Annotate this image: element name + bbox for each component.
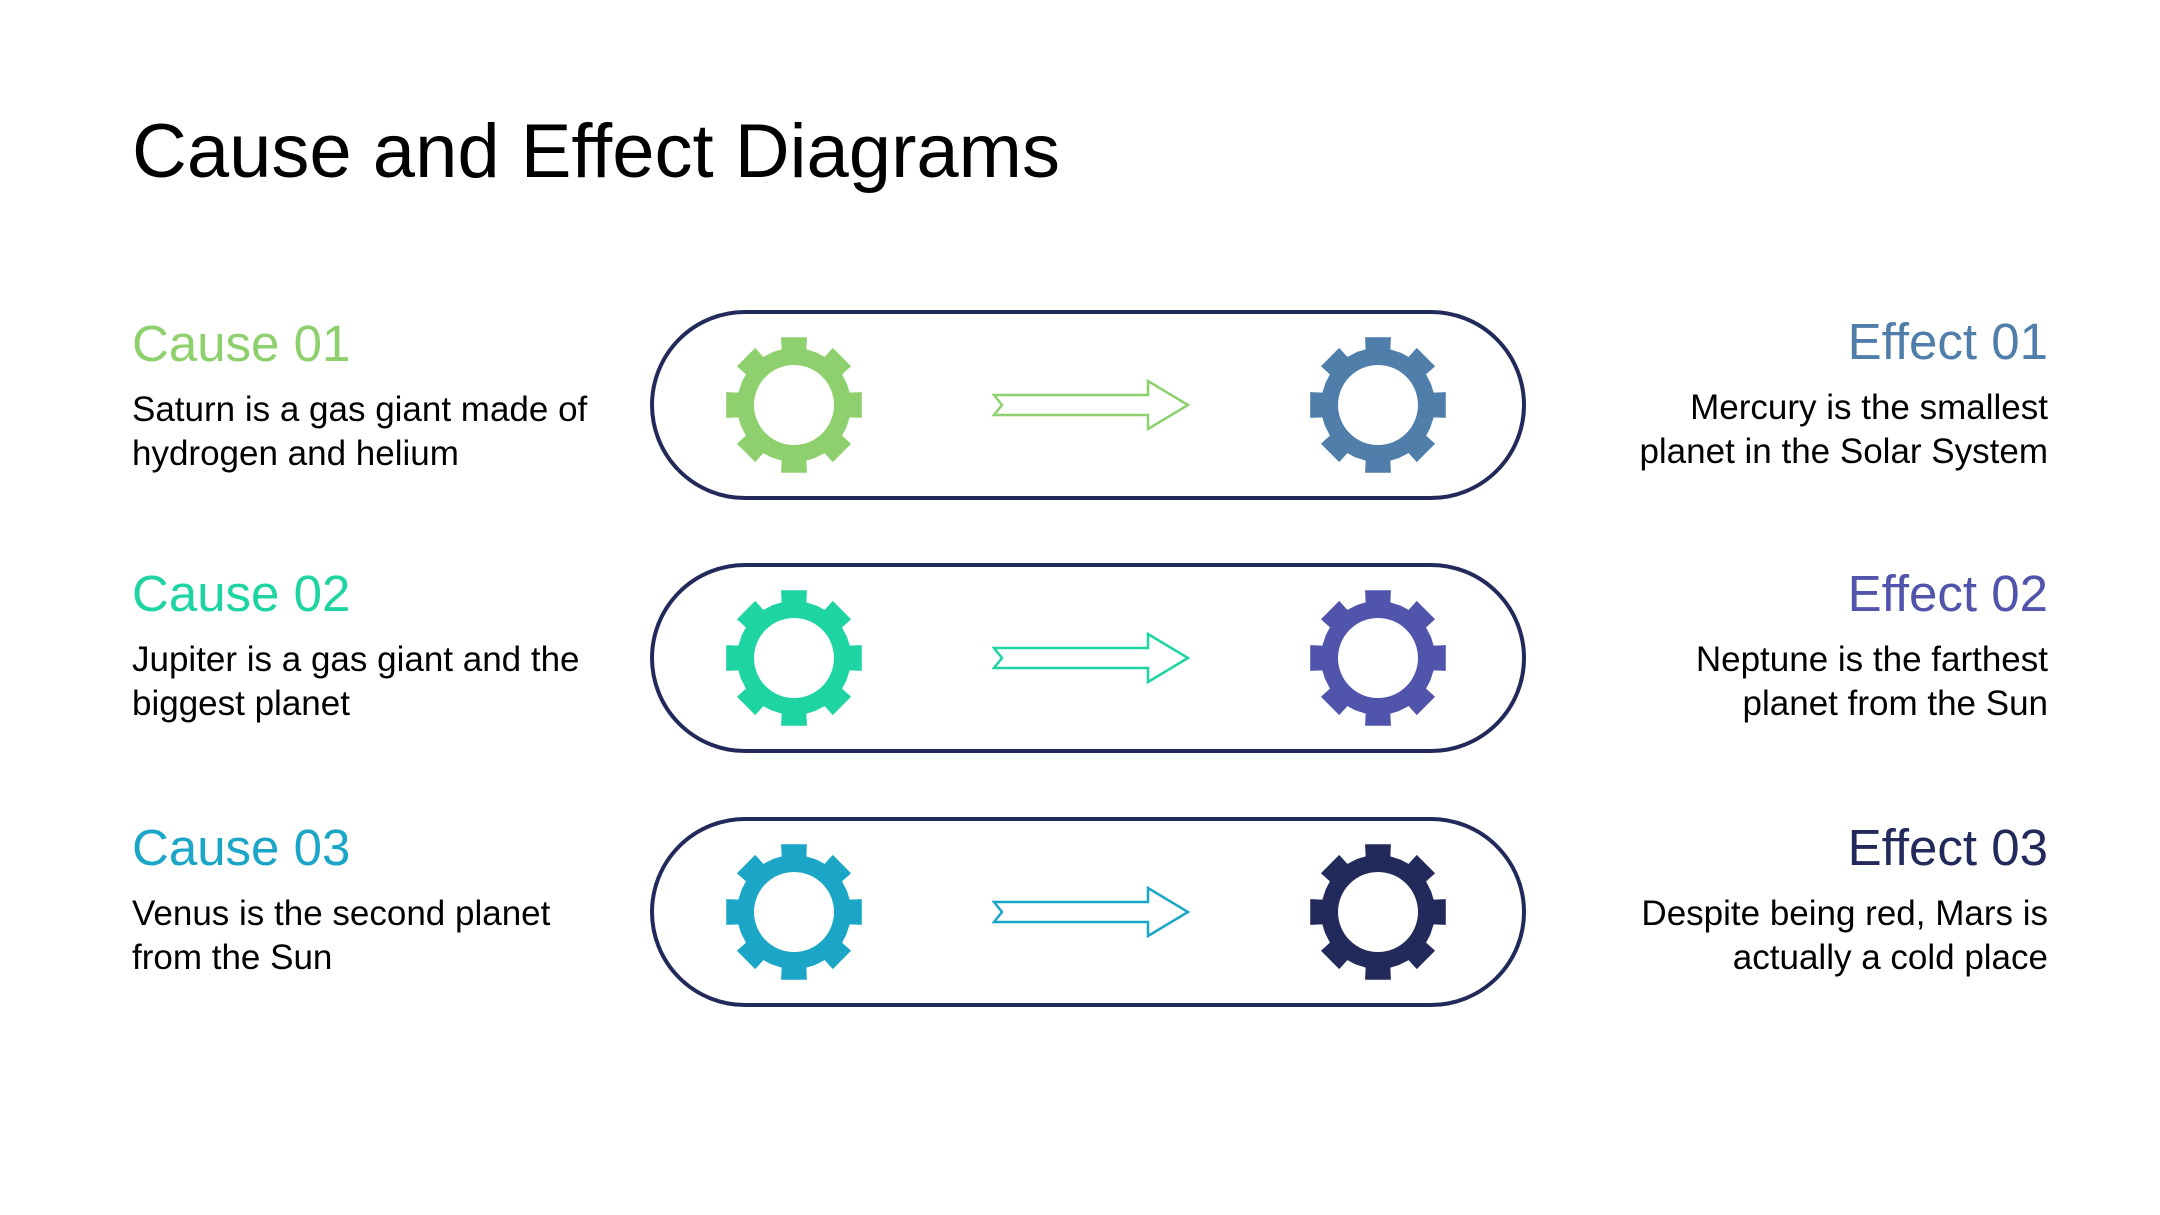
effect-gear-icon-2 — [1310, 590, 1446, 726]
cause-effect-row-2 — [650, 563, 1526, 753]
capsule-outline-1 — [650, 310, 1526, 500]
arrow-icon-1 — [991, 378, 1191, 432]
capsule-outline-2 — [650, 563, 1526, 753]
cause-gear-icon-2 — [726, 590, 862, 726]
capsule-outline-3 — [650, 817, 1526, 1007]
effect-block-2: Effect 02 Neptune is the farthest planet… — [1528, 565, 2048, 726]
arrow-icon-3 — [991, 885, 1191, 939]
cause-effect-row-3 — [650, 817, 1526, 1007]
slide-title: Cause and Effect Diagrams — [132, 109, 1060, 194]
effect-gear-icon-3 — [1310, 844, 1446, 980]
effect-heading-3: Effect 03 — [1847, 819, 2048, 876]
effect-gear-icon-1 — [1310, 337, 1446, 473]
effect-block-3: Effect 03 Despite being red, Mars is act… — [1528, 819, 2048, 980]
effect-block-1: Effect 01 Mercury is the smallest planet… — [1528, 313, 2048, 474]
effect-text-2: Neptune is the farthest planet from the … — [1695, 640, 2048, 724]
cause-text-3: Venus is the second planet from the Sun — [132, 894, 551, 978]
cause-heading-2: Cause 02 — [132, 565, 351, 622]
cause-heading-1: Cause 01 — [132, 315, 351, 372]
cause-text-1: Saturn is a gas giant made of hydrogen a… — [132, 390, 588, 474]
effect-text-3: Despite being red, Mars is actually a co… — [1641, 894, 2048, 978]
cause-block-3: Cause 03 Venus is the second planet from… — [132, 819, 652, 980]
arrow-icon-2 — [991, 631, 1191, 685]
cause-block-2: Cause 02 Jupiter is a gas giant and the … — [132, 565, 652, 726]
cause-block-1: Cause 01 Saturn is a gas giant made of h… — [132, 315, 652, 476]
cause-effect-row-1 — [650, 310, 1526, 500]
effect-text-1: Mercury is the smallest planet in the So… — [1639, 388, 2048, 472]
cause-text-2: Jupiter is a gas giant and the biggest p… — [132, 640, 580, 724]
cause-gear-icon-3 — [726, 844, 862, 980]
cause-heading-3: Cause 03 — [132, 819, 351, 876]
effect-heading-2: Effect 02 — [1847, 565, 2048, 622]
cause-gear-icon-1 — [726, 337, 862, 473]
effect-heading-1: Effect 01 — [1847, 313, 2048, 370]
